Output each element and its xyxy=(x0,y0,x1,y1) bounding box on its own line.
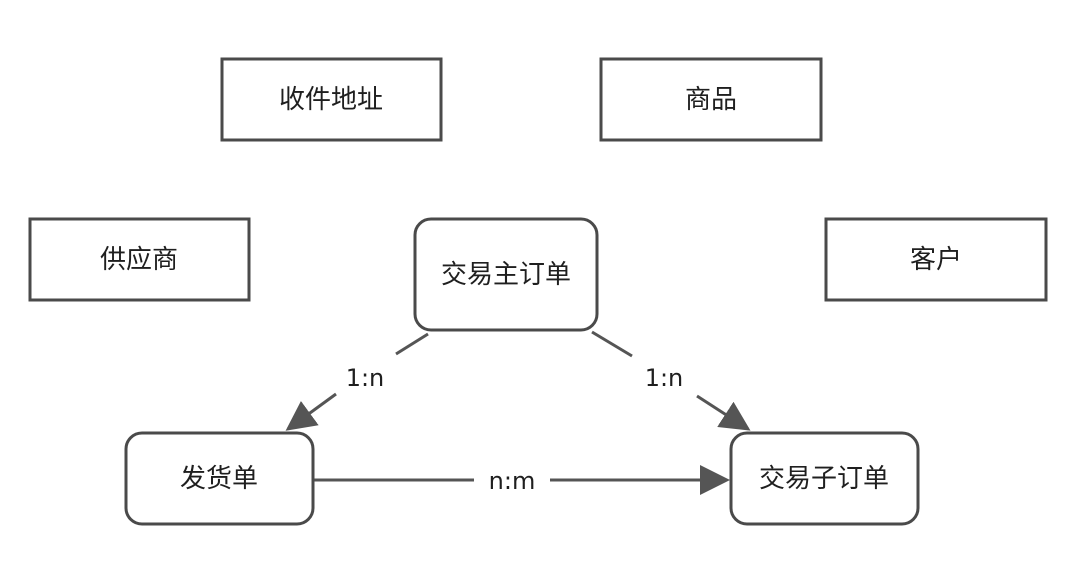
node-product-box xyxy=(599,57,823,142)
node-main-order: 交易主订单 xyxy=(413,217,599,332)
edge-main-to-sub: 1:n xyxy=(591,330,751,431)
node-customer-label: 客户 xyxy=(910,245,962,275)
edge-main-to-sub-label: 1:n xyxy=(645,364,684,392)
node-delivery-note-box xyxy=(124,431,315,526)
node-shipping-address-label: 收件地址 xyxy=(279,85,383,115)
edge-main-to-delivery: 1:n xyxy=(285,332,429,431)
edge-main-to-sub-arrow xyxy=(696,394,751,431)
node-supplier-label: 供应商 xyxy=(100,245,178,275)
edge-delivery-to-sub-label: n:m xyxy=(489,467,536,495)
node-supplier-box xyxy=(28,217,251,302)
node-main-order-label: 交易主订单 xyxy=(441,260,571,290)
node-sub-order: 交易子订单 xyxy=(729,431,920,526)
edge-main-to-delivery-line-upper xyxy=(395,332,429,356)
edge-main-to-delivery-arrow xyxy=(285,392,337,431)
edge-main-to-delivery-label: 1:n xyxy=(346,364,385,392)
edge-main-to-sub-line-upper xyxy=(591,330,633,358)
node-product-label: 商品 xyxy=(685,85,737,115)
node-shipping-address: 收件地址 xyxy=(220,57,443,142)
node-sub-order-box xyxy=(729,431,920,526)
node-product: 商品 xyxy=(599,57,823,142)
node-main-order-box xyxy=(413,217,599,332)
node-customer-box xyxy=(824,217,1048,302)
edge-delivery-to-sub: n:m xyxy=(314,465,730,495)
node-supplier: 供应商 xyxy=(28,217,251,302)
node-delivery-note-label: 发货单 xyxy=(180,464,258,494)
node-shipping-address-box xyxy=(220,57,443,142)
node-customer: 客户 xyxy=(824,217,1048,302)
node-sub-order-label: 交易子订单 xyxy=(759,464,889,494)
node-delivery-note: 发货单 xyxy=(124,431,315,526)
